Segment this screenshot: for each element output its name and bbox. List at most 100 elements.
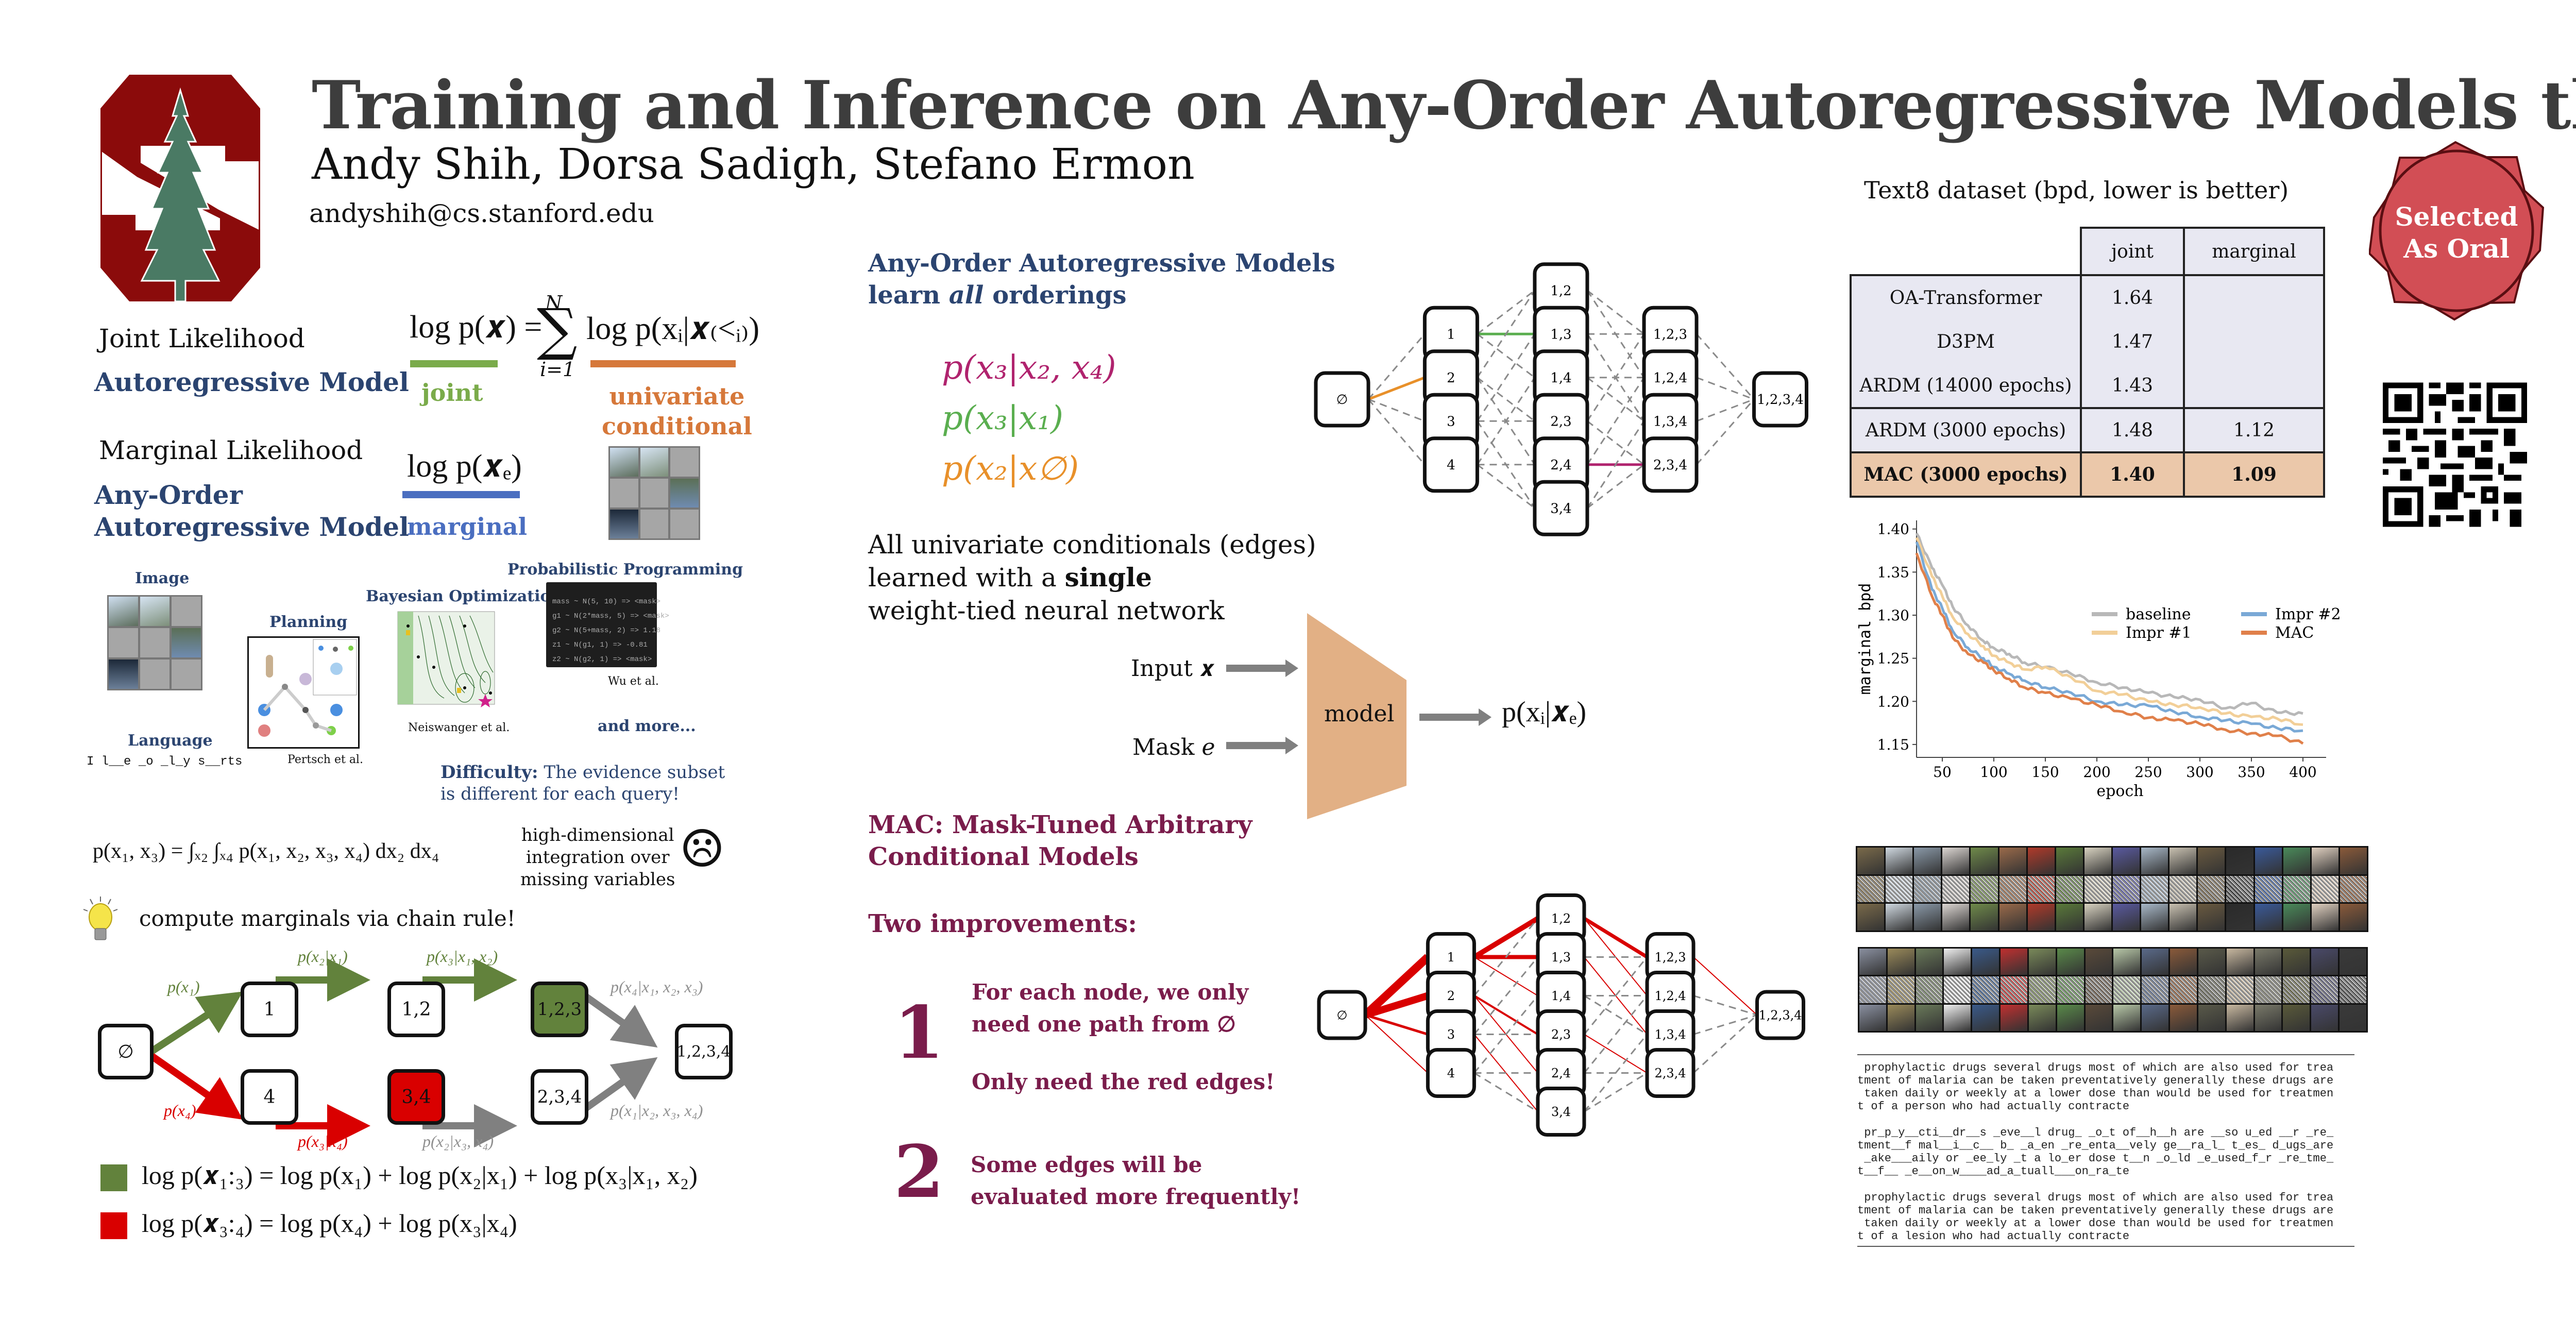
- bayesopt-citation: Neiswanger et al.: [408, 721, 510, 734]
- image-tile: [2028, 949, 2056, 975]
- lattice-edge: [1696, 377, 1755, 400]
- table-header-joint: joint: [2080, 227, 2185, 276]
- lattice-node-label: 1: [1447, 327, 1455, 342]
- image-tile: [2226, 949, 2253, 975]
- bayesopt-figure: [387, 611, 496, 714]
- lattice-node-label: 2,4: [1551, 1066, 1571, 1080]
- lattice-node-label: 1,2,3: [1653, 327, 1687, 342]
- image-tile: [1859, 949, 1886, 975]
- edges-description: All univariate conditionals (edges) lear…: [868, 530, 1316, 625]
- y-tick-label: 1.40: [1877, 521, 1909, 538]
- image-tile: [2340, 904, 2367, 931]
- image-tile: [2112, 848, 2140, 874]
- lattice-edge: [1472, 916, 1539, 959]
- image-tile: [2056, 875, 2083, 903]
- lattice-edge: [1473, 995, 1539, 1074]
- chain-node-3-4: 3,4: [387, 1069, 445, 1125]
- image-tile: [2027, 875, 2055, 903]
- lattice-edge: [1365, 1013, 1429, 1036]
- image-tile: [2084, 875, 2111, 903]
- image-tile: [2198, 976, 2225, 1003]
- image-inpainting-grid-1: [1856, 846, 2368, 932]
- lattice-edge: [1367, 399, 1426, 465]
- legend-label: Impr #1: [2126, 624, 2192, 642]
- edge-label-p-x1: p(x₁): [167, 977, 200, 996]
- mask-arrow: [1226, 742, 1288, 749]
- badge-line-1: Selected: [2395, 201, 2518, 232]
- lattice-edge: [1477, 290, 1536, 378]
- image-tile: [2028, 976, 2056, 1003]
- lattice-edge: [1696, 398, 1755, 422]
- chain-edge: [150, 991, 243, 1054]
- image-tile: [2170, 949, 2197, 975]
- image-tile: [2283, 1004, 2310, 1031]
- mask-e-label: Mask 𝑒: [1132, 734, 1215, 760]
- ar-model-label: Autoregressive Model: [94, 367, 409, 397]
- author-email[interactable]: andyshih@cs.stanford.edu: [309, 198, 654, 228]
- text-samples-top-rule: [1857, 1054, 2354, 1055]
- lattice-node: [1314, 371, 1370, 428]
- image-tile: [1857, 904, 1885, 931]
- image-tile: [2311, 1004, 2338, 1031]
- image-tile: [2340, 1004, 2366, 1031]
- image-tile: [1916, 949, 1943, 975]
- series-line-impr-1: [1915, 537, 2303, 726]
- integral-note: high-dimensional integration over missin…: [520, 825, 675, 890]
- lattice-edge: [1586, 333, 1645, 422]
- app-planning-label: Planning: [269, 613, 348, 631]
- image-tile: [2283, 875, 2310, 903]
- lattice-edge: [1368, 398, 1425, 422]
- lattice-edge: [1584, 1034, 1648, 1074]
- image-tile: [2085, 976, 2112, 1003]
- text-sample-original: prophylactic drugs several drugs most of…: [1857, 1061, 2334, 1113]
- image-tile: [1942, 875, 1970, 903]
- image-tile: [2057, 1004, 2084, 1031]
- image-tile: [2113, 949, 2141, 975]
- app-bayesopt-label: Bayesian Optimization: [366, 587, 562, 605]
- series-line-impr-2: [1915, 541, 2303, 733]
- image-tile: [2170, 848, 2197, 874]
- lattice-node-label: 2,3: [1550, 414, 1571, 429]
- lattice-node: [1533, 480, 1589, 536]
- image-tile: [2057, 976, 2084, 1003]
- sum-lower: i=1: [540, 358, 575, 381]
- image-tile: [2001, 976, 2027, 1003]
- red-legend-swatch: [100, 1212, 127, 1239]
- image-tile: [2001, 949, 2027, 975]
- marginal-likelihood-label: Marginal Likelihood: [99, 435, 363, 465]
- image-tile: [2226, 1004, 2253, 1031]
- joint-equation: log p(𝒙) =: [410, 310, 543, 345]
- stanford-logo: [100, 75, 260, 301]
- image-tile: [2112, 875, 2140, 903]
- image-tile: [1914, 848, 1941, 874]
- image-tile: [2142, 949, 2169, 975]
- edge-label-p-x1-x2x3x4: p(x₁|x₂, x₃, x₄): [611, 1101, 703, 1120]
- image-tile: [1999, 848, 2026, 874]
- image-inpainting-grid-2: [1858, 947, 2368, 1033]
- chain-node-1-2-3: 1,2,3: [531, 982, 588, 1037]
- improvement-1-text: For each node, we only need one path fro…: [972, 979, 1275, 1094]
- image-tile: [2141, 848, 2168, 874]
- x-tick-label: 50: [1933, 764, 1952, 781]
- y-tick-label: 1.35: [1877, 564, 1909, 581]
- image-tile: [2283, 976, 2310, 1003]
- text-samples-bottom-rule: [1857, 1246, 2354, 1247]
- joint-equation-rhs: log p(xᵢ|𝒙₍<ᵢ₎): [586, 311, 760, 346]
- lattice-diagram-aoarm: ∅12341,21,31,42,32,43,41,2,31,2,41,3,42,…: [1314, 262, 1808, 536]
- and-more-label: and more...: [598, 717, 696, 735]
- image-tile: [1887, 1004, 1914, 1031]
- image-tile: [2027, 904, 2055, 931]
- lattice-edge: [1586, 464, 1645, 509]
- x-tick-label: 100: [1980, 764, 2007, 781]
- qr-code-icon[interactable]: [2383, 381, 2527, 528]
- lattice-node-label: 1,2: [1550, 283, 1571, 299]
- y-tick-label: 1.25: [1877, 650, 1909, 667]
- lattice-edge: [1365, 1014, 1429, 1074]
- lattice-edge: [1368, 376, 1426, 401]
- y-tick-label: 1.30: [1877, 607, 1909, 624]
- authors: Andy Shih, Dorsa Sadigh, Stefano Ermon: [312, 140, 1195, 189]
- image-tile: [1972, 1004, 1999, 1031]
- planning-citation: Pertsch et al.: [287, 753, 363, 766]
- image-tile: [1916, 1004, 1943, 1031]
